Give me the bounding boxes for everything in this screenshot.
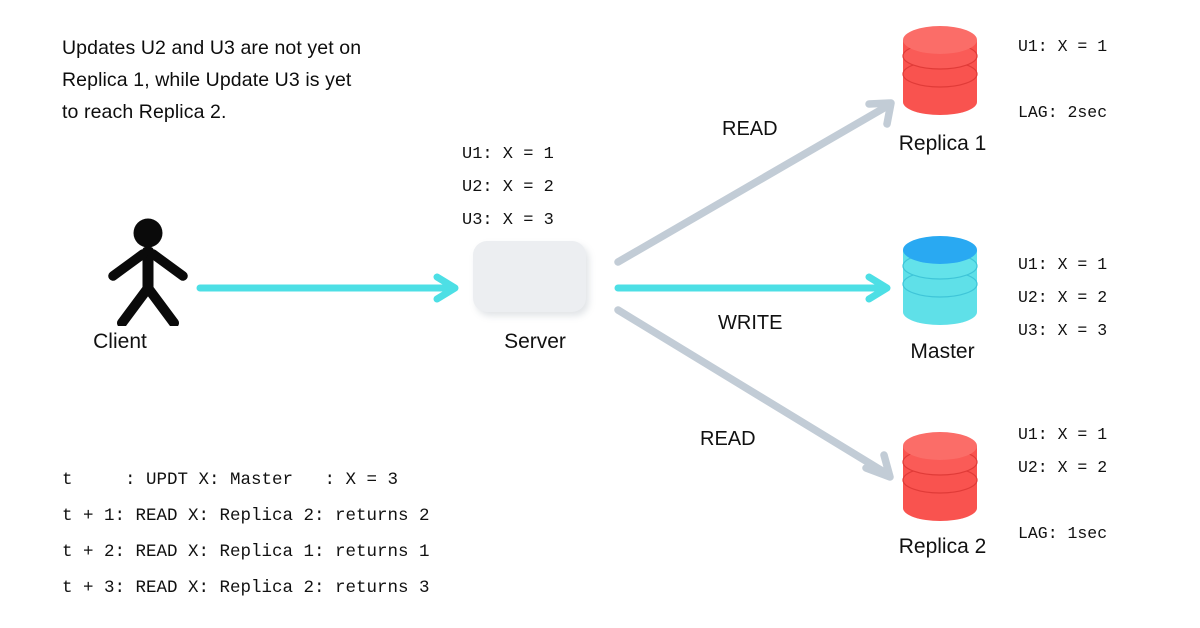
replica1-label: Replica 1 [898, 132, 987, 155]
write-label-master: WRITE [718, 312, 783, 334]
replica1-state: U1: X = 1 LAG: 2sec [1018, 37, 1108, 122]
master-state: U1: X = 1 U2: X = 2 U3: X = 3 [1018, 255, 1108, 340]
replica1-database-icon [902, 26, 978, 115]
master-label: Master [910, 340, 975, 363]
replica2-database-icon [902, 432, 978, 521]
explanation-note: Updates U2 and U3 are not yet on Replica… [62, 32, 432, 128]
note-line-2: Replica 1, while Update U3 is yet [62, 69, 352, 91]
arrow-client-to-server [196, 273, 459, 303]
master-database-icon [902, 236, 978, 325]
timeline-log: t : UPDT X: Master : X = 3 t + 1: READ X… [62, 470, 430, 598]
read-label-replica2: READ [700, 428, 756, 450]
replica2-label: Replica 2 [898, 535, 987, 558]
arrow-read-replica1 [614, 99, 895, 266]
server-box [473, 241, 586, 312]
read-label-replica1: READ [722, 118, 778, 140]
replica2-state: U1: X = 1 U2: X = 2 LAG: 1sec [1018, 425, 1108, 543]
arrow-read-replica2 [614, 306, 894, 481]
client-label: Client [93, 330, 147, 353]
note-line-1: Updates U2 and U3 are not yet on [62, 37, 362, 59]
server-label: Server [504, 330, 566, 353]
server-updates-list: U1: X = 1 U2: X = 2 U3: X = 3 [462, 145, 554, 230]
note-line-3: to reach Replica 2. [62, 101, 227, 123]
arrow-write-master [614, 273, 891, 303]
client-stick-figure-icon [108, 218, 188, 326]
